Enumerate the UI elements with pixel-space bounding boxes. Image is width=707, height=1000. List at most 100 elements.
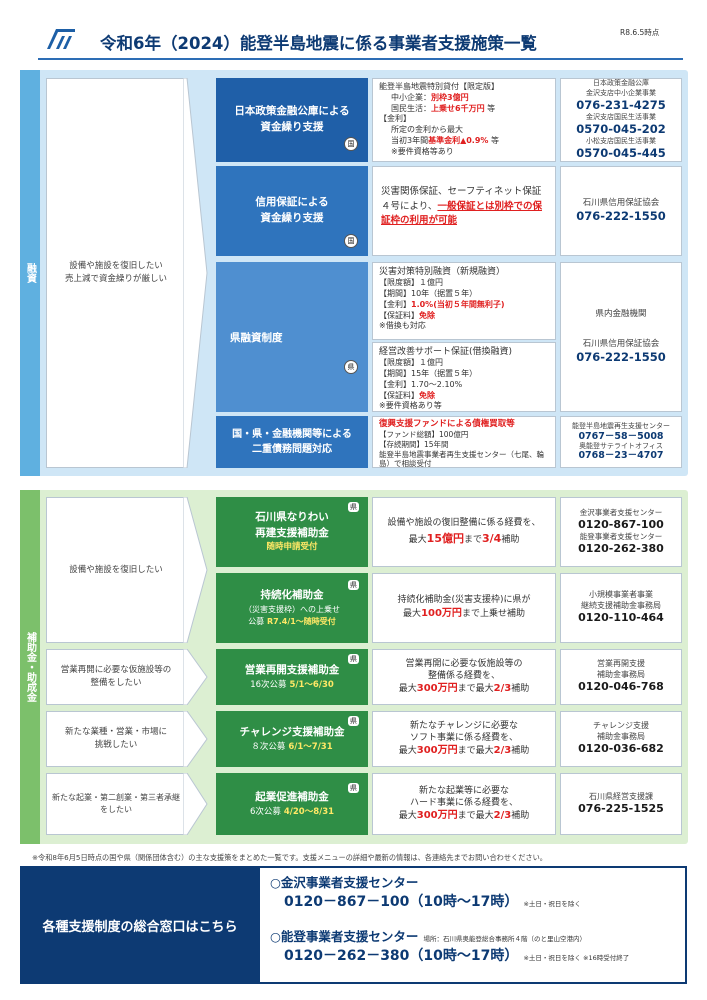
prefecture-badge: 県 — [348, 580, 359, 590]
prefecture-badge: 県 — [344, 360, 358, 374]
detail-line: 【金利】1.70～2.10% — [379, 379, 463, 389]
detail-title: 経営改善サポート保証(借換融資) — [379, 347, 513, 357]
jizokuka-desc: 持続化補助金(災害支援枠)に県が 最大100万円まで上乗せ補助 — [372, 573, 556, 643]
jfc-contacts: 日本政策金融公庫 金沢支店中小企業事業 076-231-4275 金沢支店国民生… — [560, 78, 682, 162]
detail-line: 【限度額】１億円 — [379, 358, 443, 368]
challenge-desc: 新たなチャレンジに必要な ソフト事業に係る経費を、 最大300万円まで最大2/3… — [372, 711, 556, 767]
noto-center: ○能登事業者支援センター 場所：石川県奥能登総合事務所４階（のと里山空港内） 0… — [270, 929, 630, 964]
credit-guarantee-contact: 石川県信用保証協会 076-222-1550 — [560, 166, 682, 256]
detail-line: 国民生活：上乗せ6千万円 等 — [391, 103, 496, 113]
disaster-loan-detail: 災害対策特別融資（新規融資） 【限度額】１億円 【期間】10年（据置５年） 【金… — [372, 262, 556, 340]
detail-line: 【存続期間】15年間 — [379, 439, 449, 449]
detail-line: ※要件資格あり等 — [379, 401, 442, 411]
program-startup: 起業促進補助金 6次公募 4/20～8/31 — [216, 773, 368, 835]
contact-name: 営業再開支援 補助金事務局 — [597, 659, 645, 679]
startup-contact: 石川県経営支援課 076-225-1525 — [560, 773, 682, 835]
program-credit-guarantee: 信用保証による 資金繰り支援 — [216, 166, 368, 256]
contact-name: 能登事業者支援センター — [579, 532, 663, 541]
credit-guarantee-detail: 災害関係保証、セーフティネット保証４号により、一般保証とは別枠での保証枠の利用が… — [372, 166, 556, 256]
prefecture-badge: 県 — [348, 502, 359, 512]
prefecture-badge: 県 — [348, 783, 359, 793]
detail-line: 【ファンド総額】100億円 — [379, 430, 469, 440]
contact-phone[interactable]: 0768－23－4707 — [578, 450, 664, 462]
contact-name: 金沢支店国民生活事業 — [586, 112, 656, 121]
contact-phone[interactable]: 0767－58－5008 — [578, 430, 664, 442]
center-name: ○金沢事業者支援センター — [270, 875, 419, 890]
detail-line: 【限度額】１億円 — [379, 278, 443, 288]
challenge-contact: チャレンジ支援 補助金事務局 0120-036-682 — [560, 711, 682, 767]
program-double-debt: 国・県・金融機関等による 二重債務問題対応 — [216, 416, 368, 468]
contact-phone[interactable]: 0120-867-100 — [578, 517, 664, 531]
national-badge: 国 — [344, 234, 358, 248]
detail-line: 【期間】10年（据置５年） — [379, 288, 478, 298]
contact-phone[interactable]: 076-222-1550 — [576, 349, 666, 364]
contact-name: 能登半島地震再生支援センター — [572, 422, 670, 431]
detail-line: 【保証料】免除 — [379, 310, 435, 320]
subsidy-condition-startup: 新たな起業・第二創業・第三者承継 をしたい — [46, 773, 186, 835]
double-debt-detail: 復興支援ファンドによる債権買取等 【ファンド総額】100億円 【存続期間】15年… — [372, 416, 556, 468]
detail-line: ※要件資格等あり — [391, 146, 454, 156]
center-phone[interactable]: 0120－867－100（10時～17時） — [284, 894, 519, 910]
contact-phone[interactable]: 076-231-4275 — [576, 97, 666, 112]
program-jfc: 日本政策金融公庫による 資金繰り支援 — [216, 78, 368, 162]
contact-phone[interactable]: 0570-045-445 — [576, 145, 666, 160]
program-reopen: 営業再開支援補助金 16次公募 5/1～6/30 — [216, 649, 368, 705]
detail-line: 【期間】15年（据置５年） — [379, 368, 478, 378]
contact-name: 石川県経営支援課 — [589, 791, 653, 801]
nariwai-desc: 設備や施設の復旧整備に係る経費を、 最大15億円まで3/4補助 — [372, 497, 556, 567]
contact-phone[interactable]: 0120-110-464 — [578, 611, 664, 625]
contact-phone[interactable]: 076-225-1525 — [578, 802, 664, 816]
reopen-contact: 営業再開支援 補助金事務局 0120-046-768 — [560, 649, 682, 705]
financing-condition: 設備や施設を復旧したい 売上減で資金繰りが厳しい — [46, 78, 186, 468]
center-name: ○能登事業者支援センター — [270, 929, 419, 944]
detail-line: ※借換も対応 — [379, 321, 426, 331]
condition-arrow — [183, 711, 208, 767]
contact-name: 小規模事業者事業 継続支援補助金事務局 — [581, 590, 661, 610]
contact-phone[interactable]: 0570-045-202 — [576, 121, 666, 136]
condition-arrow — [183, 773, 208, 835]
subsidy-condition-restore: 設備や施設を復旧したい — [46, 497, 186, 643]
contact-phone[interactable]: 0120-262-380 — [578, 541, 664, 555]
prefecture-loan-contacts: 県内金融機関 石川県信用保証協会 076-222-1550 — [560, 262, 682, 412]
jfc-detail: 能登半島地震特別貸付【限定版】 中小企業：別枠3億円 国民生活：上乗せ6千万円 … — [372, 78, 556, 162]
contact-phone[interactable]: 0120-046-768 — [578, 680, 664, 694]
detail-title: 復興支援ファンドによる債権買取等 — [379, 419, 515, 429]
prefecture-logo-icon — [47, 29, 75, 49]
detail-line: 【金利】1.0%(当初５年間無利子) — [379, 299, 505, 309]
detail-line: 中小企業：別枠3億円 — [391, 92, 469, 102]
detail-title: 災害対策特別融資（新規融資） — [379, 267, 506, 277]
refinance-loan-detail: 経営改善サポート保証(借換融資) 【限度額】１億円 【期間】15年（据置５年） … — [372, 342, 556, 412]
subsidy-side-label: 補助金・助成金 — [20, 490, 40, 844]
contact-name: 石川県信用保証協会 — [582, 338, 660, 349]
detail-line: 所定の金利から最大 — [391, 125, 463, 135]
double-debt-contacts: 能登半島地震再生支援センター 0767－58－5008 奥能登サテライトオフィス… — [560, 416, 682, 468]
kanazawa-center: ○金沢事業者支援センター 0120－867－100（10時～17時） ※土日・祝… — [270, 872, 680, 911]
as-of-date: R8.6.5時点 — [620, 28, 660, 37]
contact-name: 石川県信用保証協会 — [582, 198, 660, 208]
prefecture-badge: 県 — [348, 654, 359, 664]
subsidy-condition-temporary: 営業再開に必要な仮施設等の 整備をしたい — [46, 649, 186, 705]
contact-name: 県内金融機関 — [595, 309, 647, 320]
contact-phone[interactable]: 0120-036-682 — [578, 742, 664, 756]
contact-name: 日本政策金融公庫 金沢支店中小企業事業 — [586, 79, 656, 97]
subsidy-condition-challenge: 新たな業種・営業・市場に 挑戦したい — [46, 711, 186, 767]
detail-line: 当初3年間基準金利▲0.9% 等 — [391, 135, 499, 145]
detail-line: 能登半島地震特別貸付【限定版】 — [379, 82, 499, 91]
center-phone[interactable]: 0120－262－380（10時～17時） — [284, 948, 519, 964]
contact-name: チャレンジ支援 補助金事務局 — [593, 721, 649, 741]
jizokuka-contact: 小規模事業者事業 継続支援補助金事務局 0120-110-464 — [560, 573, 682, 643]
contact-name: 小松支店国民生活事業 — [586, 136, 656, 145]
prefecture-badge: 県 — [348, 716, 359, 726]
program-nariwai: 石川県なりわい 再建支援補助金 随時申請受付 — [216, 497, 368, 567]
detail-line: 能登半島地震事業者再生支援センター（七尾、輪島）で相談受付 — [379, 449, 544, 469]
contact-phone[interactable]: 076-222-1550 — [576, 209, 666, 224]
detail-line: 【金利】 — [379, 114, 411, 124]
contact-panel-heading: 各種支援制度の総合窓口はこちら — [20, 866, 260, 984]
startup-desc: 新たな起業等に必要な ハード事業に係る経費を、 最大300万円まで最大2/3補助 — [372, 773, 556, 835]
nariwai-contacts: 金沢事業者支援センター 0120-867-100 能登事業者支援センター 012… — [560, 497, 682, 567]
program-prefecture-loan: 県融資制度 — [216, 262, 368, 412]
page-title: 令和6年（2024）能登半島地震に係る事業者支援施策一覧 — [100, 34, 537, 53]
reopen-desc: 営業再開に必要な仮施設等の 整備係る経費を、 最大300万円まで最大2/3補助 — [372, 649, 556, 705]
contact-name: 金沢事業者支援センター — [579, 507, 663, 517]
financing-side-label: 融資 — [20, 70, 40, 476]
